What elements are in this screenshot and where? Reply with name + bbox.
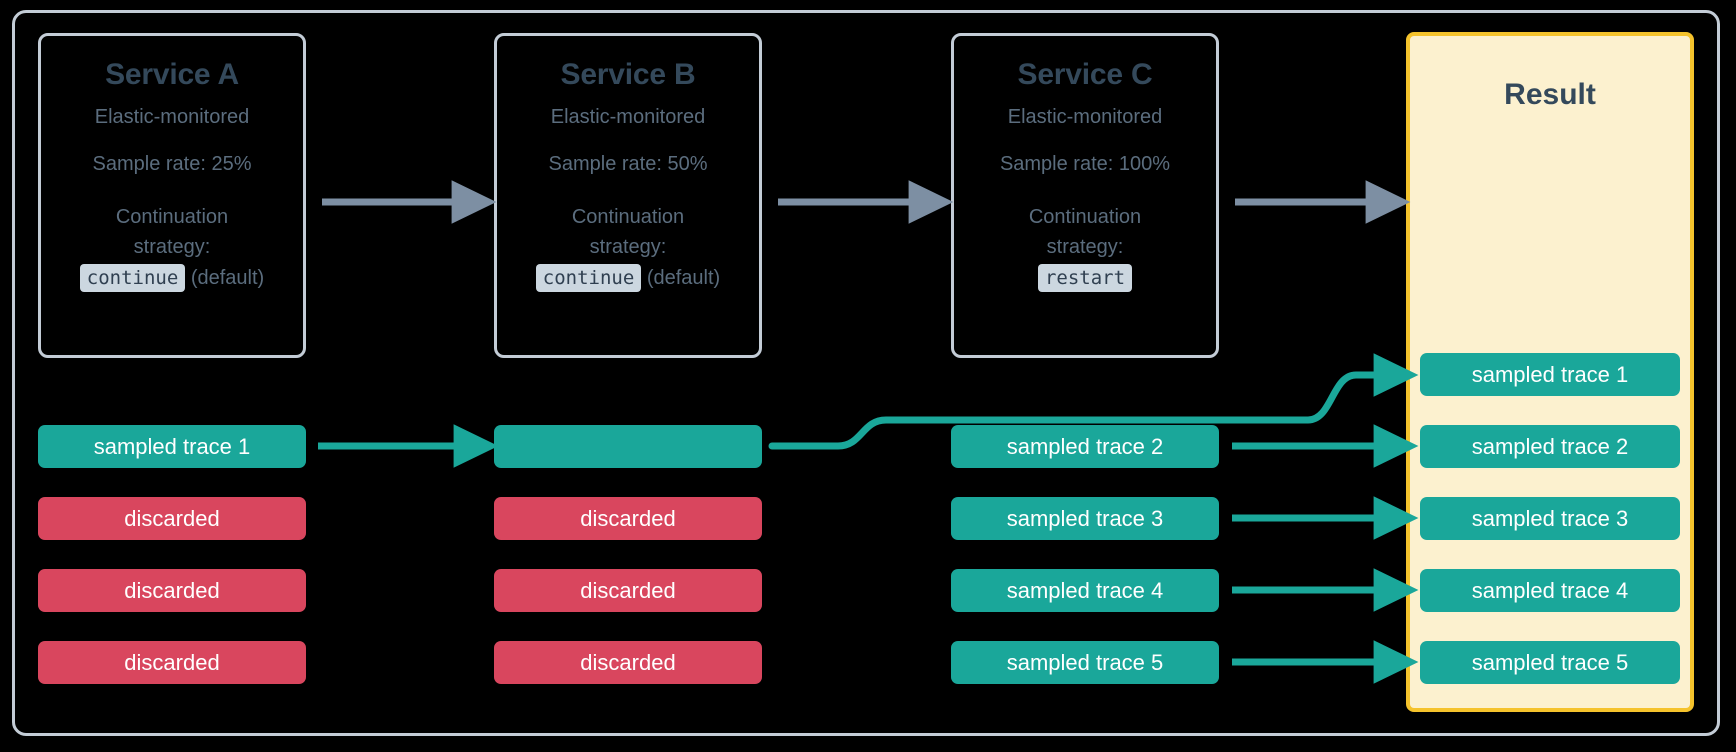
service-a-strategy-label2: strategy: [133,236,211,259]
service-a-subtitle: Elastic-monitored [94,106,250,128]
trace-bar-a-3: discarded [38,569,306,612]
result-bar-4: sampled trace 4 [1420,569,1680,612]
trace-bar-a-2-label: discarded [124,505,220,531]
result-bar-3-label: sampled trace 3 [1471,505,1629,531]
service-b-strategy-label2: strategy: [589,236,667,259]
service-a-strategy-label: Continuation [115,206,229,228]
trace-bar-b-3-label: discarded [580,577,676,603]
service-b-strategy-row: continue (default) [525,263,731,292]
trace-bar-a-1-label: sampled trace 1 [93,433,251,459]
trace-bar-c-1: sampled trace 2 [951,425,1219,468]
service-b-strategy: Continuation strategy: continue (default… [497,203,759,292]
result-title: Result [1504,78,1596,111]
trace-bar-a-1: sampled trace 1 [38,425,306,468]
service-box-a: Service A Elastic-monitored Sample rate:… [38,33,306,358]
trace-bar-c-1-label: sampled trace 2 [1006,433,1164,459]
result-bar-5: sampled trace 5 [1420,641,1680,684]
service-a-strategy: Continuation strategy: continue (default… [41,203,303,292]
trace-bar-b-3: discarded [494,569,762,612]
trace-bar-a-2: discarded [38,497,306,540]
trace-bar-c-3-label: sampled trace 4 [1006,577,1164,603]
service-a-strategy-note: (default) [190,266,265,289]
trace-bar-a-4-label: discarded [124,649,220,675]
service-b-title: Service B [560,58,696,91]
service-c-subtitle: Elastic-monitored [1007,106,1163,128]
service-c-strategy-label: Continuation [1028,206,1142,228]
trace-bar-b-4: discarded [494,641,762,684]
result-bar-2: sampled trace 2 [1420,425,1680,468]
trace-bar-a-3-label: discarded [124,577,220,603]
service-a-strategy-value: continue [79,263,186,292]
service-c-strategy-row: restart [982,263,1188,292]
result-bar-4-label: sampled trace 4 [1471,577,1629,603]
service-a-sample-rate: Sample rate: 25% [92,153,252,175]
service-c-sample-rate: Sample rate: 100% [999,153,1171,175]
service-b-strategy-value: continue [535,263,642,292]
service-b-strategy-note: (default) [646,266,721,289]
trace-bar-b-2: discarded [494,497,762,540]
service-c-strategy: Continuation strategy: restart [954,203,1216,292]
trace-bar-c-4-label: sampled trace 5 [1006,649,1164,675]
result-bar-2-label: sampled trace 2 [1471,433,1629,459]
trace-bar-c-2-label: sampled trace 3 [1006,505,1164,531]
result-bar-3: sampled trace 3 [1420,497,1680,540]
service-a-title: Service A [105,58,239,91]
result-bar-5-label: sampled trace 5 [1471,649,1629,675]
trace-bar-a-4: discarded [38,641,306,684]
service-b-strategy-label: Continuation [571,206,685,228]
service-c-title: Service C [1017,58,1153,91]
result-bar-1-label: sampled trace 1 [1471,361,1629,387]
service-box-c: Service C Elastic-monitored Sample rate:… [951,33,1219,358]
trace-bar-b-2-label: discarded [580,505,676,531]
service-c-strategy-value: restart [1037,263,1133,292]
trace-bar-b-1 [494,425,762,468]
result-bar-1: sampled trace 1 [1420,353,1680,396]
trace-bar-b-4-label: discarded [580,649,676,675]
service-a-strategy-row: continue (default) [69,263,275,292]
trace-bar-c-3: sampled trace 4 [951,569,1219,612]
service-b-sample-rate: Sample rate: 50% [548,153,708,175]
service-c-strategy-label2: strategy: [1046,236,1124,259]
service-box-b: Service B Elastic-monitored Sample rate:… [494,33,762,358]
trace-bar-c-4: sampled trace 5 [951,641,1219,684]
trace-bar-c-2: sampled trace 3 [951,497,1219,540]
service-b-subtitle: Elastic-monitored [550,106,706,128]
